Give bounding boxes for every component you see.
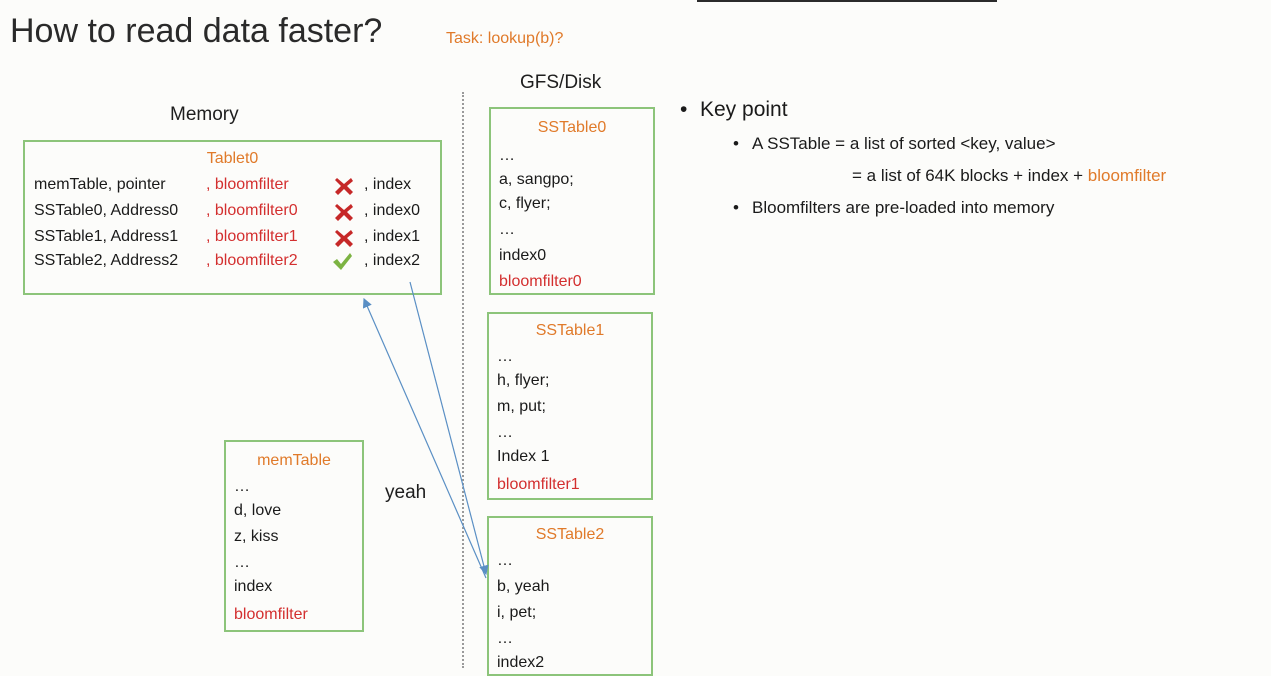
sstable-line: … [499, 147, 515, 164]
keypoint-heading: • Key point [680, 98, 788, 122]
sstable-line: b, yeah [497, 578, 550, 595]
sstable-line: … [499, 221, 515, 238]
disk-label: GFS/Disk [520, 72, 602, 93]
keypoint-bloomfilter-highlight: bloomfilter [1087, 166, 1167, 185]
sstable-line: m, put; [497, 398, 546, 415]
sstable-line: a, sangpo; [499, 171, 574, 188]
tablet-row-filter: , bloomfilter [206, 176, 289, 193]
sstable1-title: SSTable1 [535, 322, 605, 339]
arrow-to-sstable2 [409, 281, 489, 576]
keypoint-item1-line2: = a list of 64K blocks + index + [852, 166, 1088, 185]
tablet-row-filter: , bloomfilter2 [206, 252, 298, 269]
memtable-line: … [234, 478, 250, 495]
sstable-line: Index 1 [497, 448, 550, 465]
memory-label: Memory [170, 104, 239, 125]
sstable-line: … [497, 630, 513, 647]
memtable-line: d, love [234, 502, 282, 519]
tablet-row-ref: SSTable2, Address2 [34, 252, 179, 269]
bullet-icon: • [733, 134, 739, 153]
tablet-row-index: , index0 [364, 202, 421, 219]
tablet0-box: Tablet0 memTable, pointer , bloomfilter … [23, 140, 442, 295]
memtable-title: memTable [257, 452, 331, 469]
memtable-line: z, kiss [234, 528, 279, 545]
memtable-line: index [234, 578, 273, 595]
tablet-row-ref: memTable, pointer [34, 176, 166, 193]
slide-title: How to read data faster? [10, 12, 383, 50]
keypoint-item2-text: Bloomfilters are pre-loaded into memory [752, 198, 1055, 217]
tablet-row-filter: , bloomfilter1 [206, 228, 298, 245]
sstable0-title: SSTable0 [537, 119, 607, 136]
tablet-row-index: , index [364, 176, 412, 193]
check-mark-icon [333, 253, 352, 270]
tablet0-title: Tablet0 [206, 150, 259, 167]
tablet-row-filter: , bloomfilter0 [206, 202, 298, 219]
memtable-line: … [234, 554, 250, 571]
sstable-line: index2 [497, 654, 545, 671]
sstable2-title: SSTable2 [535, 526, 605, 543]
tablet-row-ref: SSTable0, Address0 [34, 202, 179, 219]
bullet-icon: • [680, 98, 688, 121]
top-edge-bar [697, 0, 997, 2]
bullet-icon: • [733, 198, 739, 217]
cross-mark-icon [335, 178, 353, 195]
keypoint-item1-continuation: = a list of 64K blocks + index + bloomfi… [852, 166, 1166, 186]
sstable-bloomfilter: bloomfilter0 [499, 273, 582, 290]
sstable-line: … [497, 552, 513, 569]
sstable-line: index0 [499, 247, 547, 264]
sstable-line: i, pet; [497, 604, 537, 621]
keypoint-item1: • A SSTable = a list of sorted <key, valu… [733, 134, 1056, 154]
tablet-row-index: , index1 [364, 228, 421, 245]
cross-mark-icon [335, 204, 353, 221]
sstable-line: c, flyer; [499, 195, 551, 212]
cross-mark-icon [335, 230, 353, 247]
memtable-box: memTable … d, love z, kiss … index bloom… [224, 440, 364, 632]
keypoint-item2: • Bloomfilters are pre-loaded into memory [733, 198, 1054, 218]
sstable-bloomfilter: bloomfilter1 [497, 476, 580, 493]
arrow-to-tablet0 [362, 297, 487, 579]
tablet-row-index: , index2 [364, 252, 421, 269]
memory-disk-divider [462, 92, 464, 668]
sstable-line: h, flyer; [497, 372, 550, 389]
keypoint-heading-text: Key point [700, 98, 788, 121]
sstable1-box: SSTable1 … h, flyer; m, put; … Index 1 b… [487, 312, 653, 500]
sstable-line: … [497, 424, 513, 441]
yeah-annotation: yeah [385, 482, 427, 503]
memtable-bloomfilter: bloomfilter [234, 606, 308, 623]
sstable2-box: SSTable2 … b, yeah i, pet; … index2 [487, 516, 653, 676]
tablet-row-ref: SSTable1, Address1 [34, 228, 179, 245]
sstable0-box: SSTable0 … a, sangpo; c, flyer; … index0… [489, 107, 655, 295]
sstable-line: … [497, 348, 513, 365]
task-label: Task: lookup(b)? [446, 30, 564, 47]
keypoint-item1-line1: A SSTable = a list of sorted <key, value… [752, 134, 1056, 153]
